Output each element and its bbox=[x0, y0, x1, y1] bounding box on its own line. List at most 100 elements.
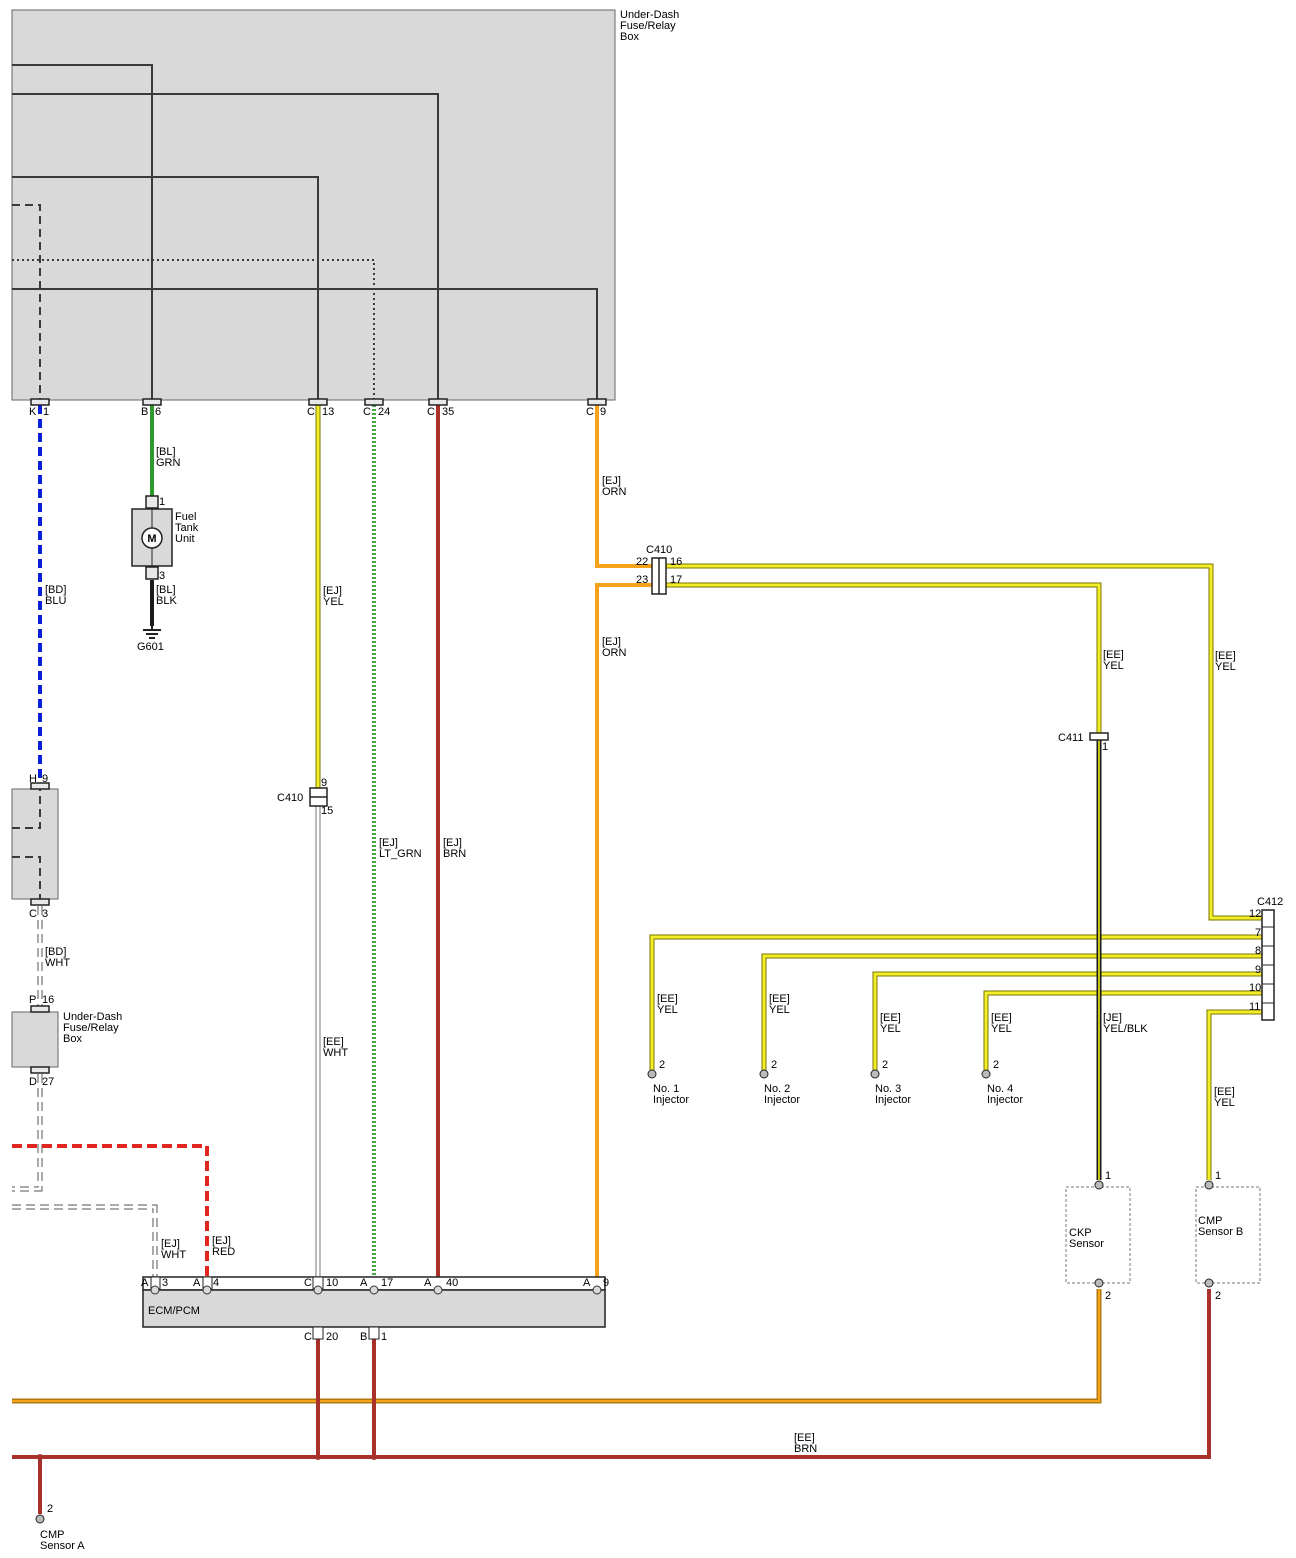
wire-label-color: YEL bbox=[1215, 661, 1236, 673]
injector-label: No. 2 bbox=[764, 1083, 790, 1095]
wire-label-code: [EJ] bbox=[443, 837, 462, 849]
svg-text:[BL]GRN: [BL]GRN bbox=[156, 446, 181, 469]
pin-c35-letter: C bbox=[427, 406, 435, 418]
pin-label: 1 bbox=[1215, 1170, 1221, 1182]
terminal bbox=[30, 782, 50, 790]
motor-icon-m: M bbox=[147, 533, 156, 545]
wire-label-color: YEL/BLK bbox=[1103, 1023, 1148, 1035]
internal-trace-dotted bbox=[12, 259, 375, 400]
svg-text:[EJ]BRN: [EJ]BRN bbox=[443, 837, 466, 860]
fuel-tank-label-1: Fuel bbox=[175, 511, 196, 523]
wire-label-color: YEL bbox=[1103, 660, 1124, 672]
pin-icon bbox=[202, 1285, 212, 1295]
pin-label: 1 bbox=[159, 496, 165, 508]
pin-label: 15 bbox=[321, 805, 333, 817]
splice-dot bbox=[371, 1454, 377, 1460]
wire-label-color: BLK bbox=[156, 595, 177, 607]
injector-label: Injector bbox=[653, 1094, 689, 1106]
svg-text:[EJ]RED: [EJ]RED bbox=[212, 1235, 235, 1258]
pin-icon bbox=[592, 1285, 602, 1295]
pin-label: 2 bbox=[771, 1059, 777, 1071]
terminal bbox=[30, 898, 50, 906]
pin-p16-letter: P bbox=[29, 994, 36, 1006]
pin-label: 12 bbox=[1249, 908, 1261, 920]
sensor-label: CMP bbox=[1198, 1215, 1222, 1227]
pin-a17-num: 17 bbox=[381, 1277, 393, 1289]
pin-p16-num: 16 bbox=[42, 994, 54, 1006]
wire-label-code: [BD] bbox=[45, 584, 66, 596]
pin-label: 2 bbox=[993, 1059, 999, 1071]
terminal bbox=[364, 398, 384, 406]
pin-b6-num: 6 bbox=[155, 406, 161, 418]
pin-c10-letter: C bbox=[304, 1277, 312, 1289]
wire-label-color: YEL bbox=[880, 1023, 901, 1035]
svg-text:[EE]YEL: [EE]YEL bbox=[1103, 649, 1124, 672]
pin-label: 2 bbox=[47, 1503, 53, 1515]
pin-c3-letter: C bbox=[29, 908, 37, 920]
connector-c410-lower: C410 9 15 bbox=[277, 777, 333, 817]
terminal bbox=[30, 1066, 50, 1074]
fuel-tank-label-2: Tank bbox=[175, 522, 199, 534]
wire-label-code: [EE] bbox=[769, 993, 790, 1005]
pin-label: 10 bbox=[1249, 982, 1261, 994]
pin-a3-num: 3 bbox=[162, 1277, 168, 1289]
pin-label: 1 bbox=[1102, 741, 1108, 753]
svg-text:[EJ]ORN: [EJ]ORN bbox=[602, 475, 627, 498]
svg-text:[EJ]YEL: [EJ]YEL bbox=[323, 585, 344, 608]
wire-brn-bus bbox=[12, 1289, 1211, 1459]
terminal-icon bbox=[647, 1069, 657, 1079]
sensor-label: CKP bbox=[1069, 1227, 1092, 1239]
sensor-label: Sensor bbox=[1069, 1238, 1104, 1250]
sensor-label: Sensor A bbox=[40, 1540, 85, 1552]
internal-trace-dashed bbox=[12, 204, 41, 400]
pin-a4-num: 4 bbox=[213, 1277, 219, 1289]
internal-trace bbox=[12, 176, 319, 400]
svg-text:[EJ]LT_GRN: [EJ]LT_GRN bbox=[379, 837, 422, 860]
svg-text:[BL]BLK: [BL]BLK bbox=[156, 584, 177, 607]
pin-k1-num: 1 bbox=[43, 406, 49, 418]
pin-b1-letter: B bbox=[360, 1331, 367, 1343]
sensor-label: Sensor B bbox=[1198, 1226, 1243, 1238]
fuel-tank-label-3: Unit bbox=[175, 533, 195, 545]
pin-k1-letter: K bbox=[29, 406, 37, 418]
terminal bbox=[30, 398, 50, 406]
pin-label: 2 bbox=[882, 1059, 888, 1071]
pin-label: 9 bbox=[1255, 964, 1261, 976]
wire-label-color: BLU bbox=[45, 595, 66, 607]
terminal-icon bbox=[1204, 1180, 1214, 1190]
terminal bbox=[145, 566, 159, 580]
wire-label-code: [EJ] bbox=[602, 475, 621, 487]
svg-text:[EE]WHT: [EE]WHT bbox=[323, 1036, 348, 1059]
pin-label: 7 bbox=[1255, 927, 1261, 939]
connector-label: C410 bbox=[277, 792, 303, 804]
wire-label-color: YEL bbox=[991, 1023, 1012, 1035]
pin-label: 17 bbox=[670, 574, 682, 586]
connector-c412: C412 12 7 8 9 10 11 bbox=[1249, 896, 1283, 1021]
pin-b6-letter: B bbox=[141, 406, 148, 418]
splice-dot bbox=[37, 1454, 43, 1460]
wire-label-color: YEL bbox=[657, 1004, 678, 1016]
svg-text:[JE]YEL/BLK: [JE]YEL/BLK bbox=[1103, 1012, 1148, 1035]
pin-c3-num: 3 bbox=[42, 908, 48, 920]
pin-label: 8 bbox=[1255, 945, 1261, 957]
ecm-pcm: ECM/PCM A 3 A 4 C 10 A 17 A 40 A 9 C 20 … bbox=[141, 1276, 609, 1343]
wire-label-code: [EE] bbox=[991, 1012, 1012, 1024]
internal-trace-dashed bbox=[12, 789, 41, 829]
motor-icon bbox=[141, 527, 163, 549]
svg-text:[EE]BRN: [EE]BRN bbox=[794, 1432, 817, 1455]
wire-label-code: [BD] bbox=[45, 946, 66, 958]
connector-label: C411 bbox=[1058, 732, 1083, 744]
svg-text:[BD]WHT: [BD]WHT bbox=[45, 946, 70, 969]
wire-label-code: [EE] bbox=[1214, 1086, 1235, 1098]
terminal-icon bbox=[1094, 1278, 1104, 1288]
sensor-body bbox=[1195, 1186, 1261, 1284]
pin-c24-num: 24 bbox=[378, 406, 390, 418]
ecm-body bbox=[142, 1289, 606, 1328]
